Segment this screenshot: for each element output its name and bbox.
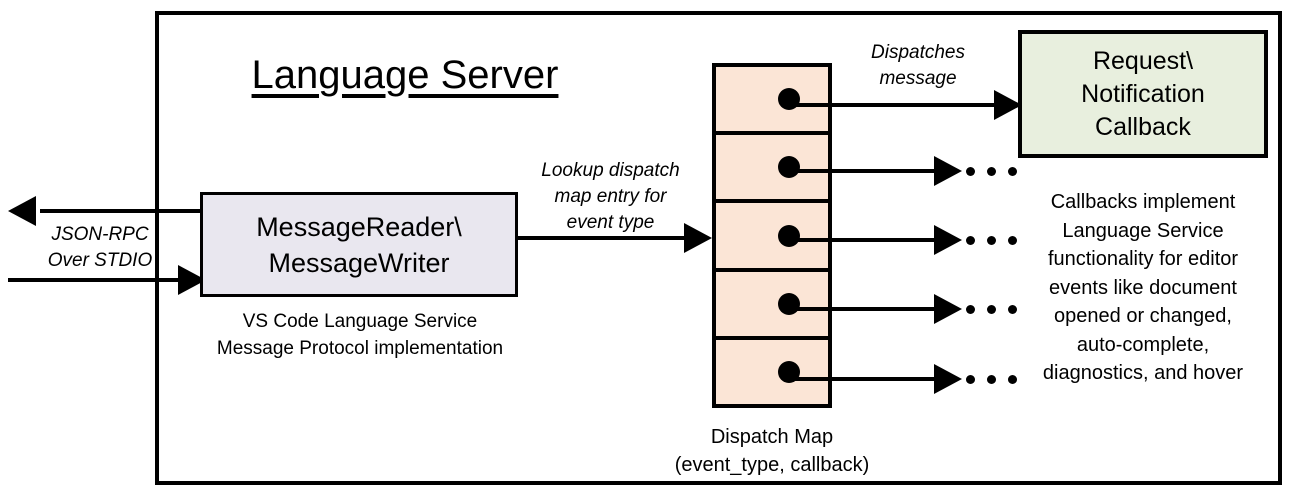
dispatch-line-4 — [786, 307, 938, 311]
transport-label-line-1: JSON-RPC — [51, 224, 149, 245]
callback-caption-line-1: Callbacks implement — [1050, 191, 1236, 213]
dispatch-map-caption-line-2: (event_type, callback) — [674, 454, 870, 476]
message-reader-writer-box[interactable]: MessageReader\ MessageWriter — [200, 192, 518, 297]
callback-caption-line-5: opened or changed, — [1054, 305, 1232, 327]
dispatch-map-caption-line-1: Dispatch Map — [710, 426, 834, 448]
callback-caption-line-3: functionality for editor — [1047, 248, 1239, 270]
callback-caption-line-7: diagnostics, and hover — [1042, 362, 1244, 384]
callback-caption-line-2: Language Service — [1062, 219, 1224, 242]
callback-box-line-3: Callback — [1095, 112, 1191, 141]
dispatch-arrow-head-4-icon — [934, 294, 962, 324]
dispatch-line-3 — [786, 238, 938, 242]
lookup-arrow-head-icon — [684, 223, 712, 253]
lookup-label-line-3: event type — [566, 212, 655, 233]
dispatch-map[interactable] — [712, 63, 832, 408]
dispatches-label: Dispatches message — [828, 40, 1008, 92]
dispatch-ellipsis-4 — [966, 305, 1017, 314]
dispatch-arrow-head-5-icon — [934, 364, 962, 394]
transport-label-line-2: Over STDIO — [47, 250, 153, 271]
lookup-label-line-1: Lookup dispatch — [541, 160, 680, 181]
dispatch-line-5 — [786, 377, 938, 381]
page-title: Language Server — [251, 53, 559, 97]
dispatch-line-2 — [786, 169, 938, 173]
dispatch-map-row[interactable] — [716, 67, 828, 136]
callback-dot-icon — [778, 224, 800, 247]
dispatch-arrow-head-3-icon — [934, 225, 962, 255]
callback-box-line-2: Notification — [1081, 79, 1205, 108]
message-reader-writer-label: MessageReader\ MessageWriter — [256, 209, 462, 281]
callback-dot-icon — [778, 156, 800, 179]
dispatch-arrow-head-2-icon — [934, 156, 962, 186]
lookup-label: Lookup dispatch map entry for event type — [518, 158, 703, 236]
transport-label: JSON-RPC Over STDIO — [20, 222, 180, 274]
message-box-line-2: MessageWriter — [268, 247, 450, 278]
callback-dot-icon — [778, 292, 800, 315]
callback-box-line-1: Request\ — [1092, 46, 1194, 75]
inbound-transport-line — [8, 278, 186, 282]
request-notification-callback-box[interactable]: Request\ Notification Callback — [1018, 30, 1268, 158]
callback-box-caption: Callbacks implement Language Service fun… — [1002, 188, 1284, 388]
language-server-boundary — [155, 11, 1282, 485]
dispatch-map-row[interactable] — [716, 340, 828, 404]
lookup-label-line-2: map entry for — [554, 186, 667, 207]
dispatches-label-line-2: message — [879, 68, 957, 89]
callback-caption-line-4: events like document — [1049, 276, 1237, 299]
lookup-connector-line — [518, 236, 686, 240]
dispatch-ellipsis-5 — [966, 375, 1017, 384]
dispatch-map-row[interactable] — [716, 272, 828, 340]
dispatches-label-line-1: Dispatches — [871, 42, 965, 63]
dispatch-map-caption: Dispatch Map (event_type, callback) — [632, 423, 912, 479]
callback-box-label: Request\ Notification Callback — [1081, 45, 1205, 144]
message-box-caption-line-1: VS Code Language Service — [242, 311, 478, 332]
dispatch-line-1 — [786, 103, 998, 107]
message-box-caption: VS Code Language Service Message Protoco… — [185, 308, 535, 362]
message-box-line-1: MessageReader\ — [256, 211, 462, 242]
dispatch-ellipsis-3 — [966, 236, 1017, 245]
dispatch-arrow-head-1-icon — [994, 90, 1022, 120]
callback-caption-line-6: auto-complete, — [1076, 333, 1210, 356]
message-box-caption-line-2: Message Protocol implementation — [216, 338, 504, 359]
dispatch-ellipsis-2 — [966, 167, 1017, 176]
outbound-transport-line — [40, 209, 205, 213]
outbound-arrow-head-icon — [8, 196, 36, 226]
